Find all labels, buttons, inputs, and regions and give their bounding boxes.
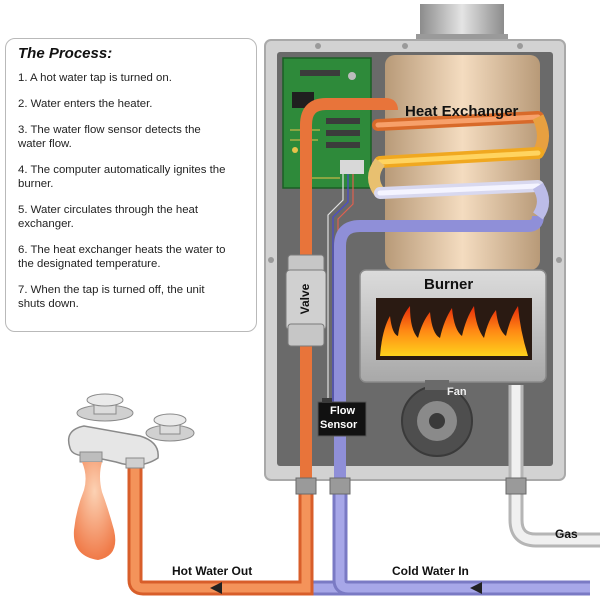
fan-label: Fan (447, 386, 467, 398)
hot-water-stream (73, 462, 116, 560)
valve (285, 254, 327, 347)
process-step: 7. When the tap is turned off, the unit … (18, 284, 205, 310)
gas-pipe (508, 385, 600, 548)
process-step: 3. The water flow sensor detects the wat… (18, 124, 201, 150)
fan (401, 380, 473, 457)
process-step: 5. Water circulates through the heat exc… (18, 204, 199, 230)
process-steps: 1. A hot water tap is turned on. 2. Wate… (18, 71, 246, 311)
circuit-board (282, 57, 372, 189)
flames (380, 306, 528, 356)
process-step: 6. The heat exchanger heats the water to… (18, 244, 226, 270)
process-step: 4. The computer automatically ignites th… (18, 164, 226, 190)
heat-exchanger-coils (368, 98, 549, 220)
flow-sensor (317, 398, 367, 437)
hot-water-out-label: Hot Water Out (172, 564, 253, 578)
flow-sensor-label-line1: Flow (330, 405, 356, 417)
hot-water-pipe (127, 98, 372, 596)
gas-label: Gas (555, 527, 578, 541)
flow-arrows (210, 582, 482, 594)
pipe-fittings (295, 477, 527, 495)
process-step: 1. A hot water tap is turned on. (18, 72, 172, 84)
valve-label: Valve (298, 283, 312, 315)
burner-label: Burner (424, 276, 474, 293)
faucet (67, 393, 195, 469)
process-panel: The Process: 1. A hot water tap is turne… (5, 38, 257, 332)
burner (359, 269, 547, 383)
flow-sensor-label-line2: Sensor (320, 419, 358, 431)
cold-water-in-label: Cold Water In (392, 564, 469, 578)
process-step: 2. Water enters the heater. (18, 98, 153, 110)
process-title: The Process: (18, 45, 113, 62)
heat-exchanger-label: Heat Exchanger (405, 103, 519, 120)
exhaust-flue (416, 4, 508, 44)
